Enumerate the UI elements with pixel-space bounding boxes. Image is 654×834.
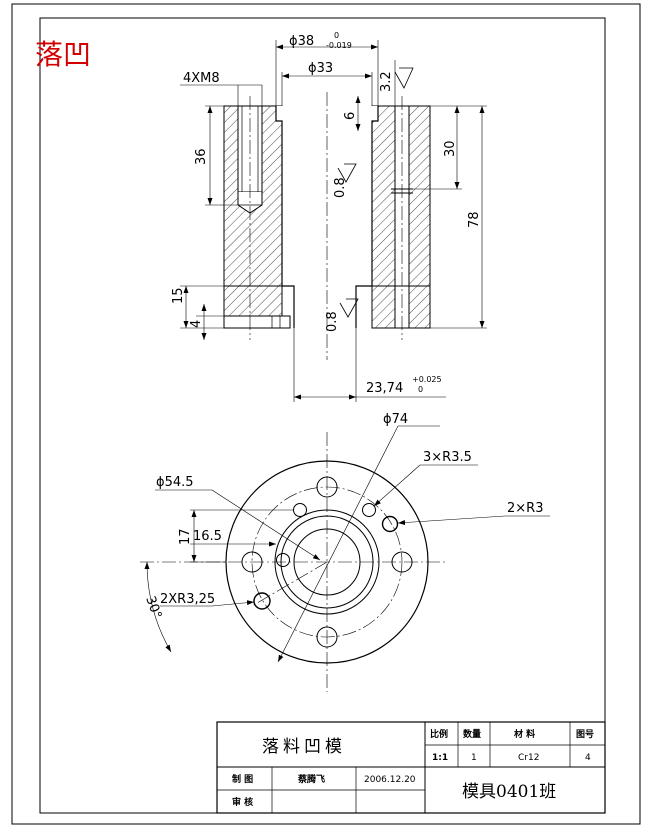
dim-6: 6 xyxy=(343,112,358,120)
dim-165: 16.5 xyxy=(193,529,222,544)
screw-hole xyxy=(391,551,413,573)
dim-dia545: ϕ54.5 xyxy=(156,475,194,490)
dim-dia33: ϕ33 xyxy=(308,61,333,76)
dim-dia38: ϕ38 xyxy=(289,34,314,49)
dim-4: 4 xyxy=(189,320,204,328)
col-qty: 数量 xyxy=(463,728,481,740)
small-hole xyxy=(276,553,290,567)
angle-arc xyxy=(144,561,172,653)
small-hole xyxy=(362,503,376,517)
val-material: Cr12 xyxy=(518,753,539,763)
dim-15: 15 xyxy=(171,287,186,304)
col-drawing: 图号 xyxy=(576,729,594,740)
col-scale: 比例 xyxy=(430,728,448,740)
dim-30: 30 xyxy=(443,140,458,157)
dim-2374-tol-upper: +0.025 xyxy=(412,375,442,384)
lower-bore xyxy=(294,286,356,328)
small-hole xyxy=(293,503,307,517)
title-block: 落料凹模 比例 数量 材 料 图号 1:1 1 Cr12 4 制 图 蔡腾飞 2… xyxy=(216,721,606,814)
check-label: 审 核 xyxy=(232,796,253,808)
bore-circle xyxy=(280,515,374,609)
roughness-symbol-low xyxy=(339,298,359,318)
roughness-symbol-mid xyxy=(337,163,357,183)
class-name: 模具0401班 xyxy=(462,782,556,802)
dim-r325: 2XR3,25 xyxy=(160,592,215,607)
dim-17: 17 xyxy=(178,528,193,545)
val-drawing: 4 xyxy=(585,753,591,763)
pin-hole-r3 xyxy=(381,515,399,533)
counterbore-top xyxy=(276,106,378,121)
counterbore-circle xyxy=(274,509,380,615)
drawn-by: 蔡腾飞 xyxy=(297,773,325,785)
dim-2374-tol-lower: 0 xyxy=(418,385,423,394)
screw-hole xyxy=(316,626,338,648)
pin-hole-r325 xyxy=(253,592,271,610)
rough-low: 0.8 xyxy=(325,311,340,332)
bolt-circle xyxy=(251,486,403,638)
roughness-symbol-top xyxy=(394,67,414,89)
rough-top: 3.2 xyxy=(379,71,394,92)
col-material: 材 料 xyxy=(513,728,535,740)
screw-hole xyxy=(316,476,338,498)
outer-border xyxy=(11,3,641,825)
inner-circle xyxy=(293,528,361,596)
dim-r3: 2×R3 xyxy=(507,501,543,516)
dim-r35: 3×R3.5 xyxy=(423,450,472,465)
dim-dia38-tol-upper: 0 xyxy=(334,31,339,40)
dim-36: 36 xyxy=(194,148,209,165)
drawn-label: 制 图 xyxy=(232,773,253,785)
corner-title: 落凹 xyxy=(35,38,91,71)
rough-mid: 0.8 xyxy=(333,177,348,198)
dim-2374: 23,74 xyxy=(366,381,403,396)
bottom-groove xyxy=(223,315,291,329)
dim-angle: 30° xyxy=(142,594,164,621)
section-view: ϕ38 0 -0.019 ϕ33 4XM8 3.2 36 6 30 xyxy=(171,31,487,402)
plan-view: ϕ74 ϕ54.5 3×R3.5 2×R3 17 16.5 2XR3,25 30… xyxy=(140,412,550,692)
screw-hole xyxy=(241,551,263,573)
drawn-date: 2006.12.20 xyxy=(364,775,416,785)
part-name: 落料凹模 xyxy=(262,737,346,757)
dim-dia38-tol-lower: -0.019 xyxy=(326,41,352,50)
val-scale: 1:1 xyxy=(432,753,448,763)
dim-78: 78 xyxy=(467,211,482,228)
dim-dia74: ϕ74 xyxy=(383,412,408,427)
dim-thread: 4XM8 xyxy=(183,71,220,86)
val-qty: 1 xyxy=(471,753,477,763)
